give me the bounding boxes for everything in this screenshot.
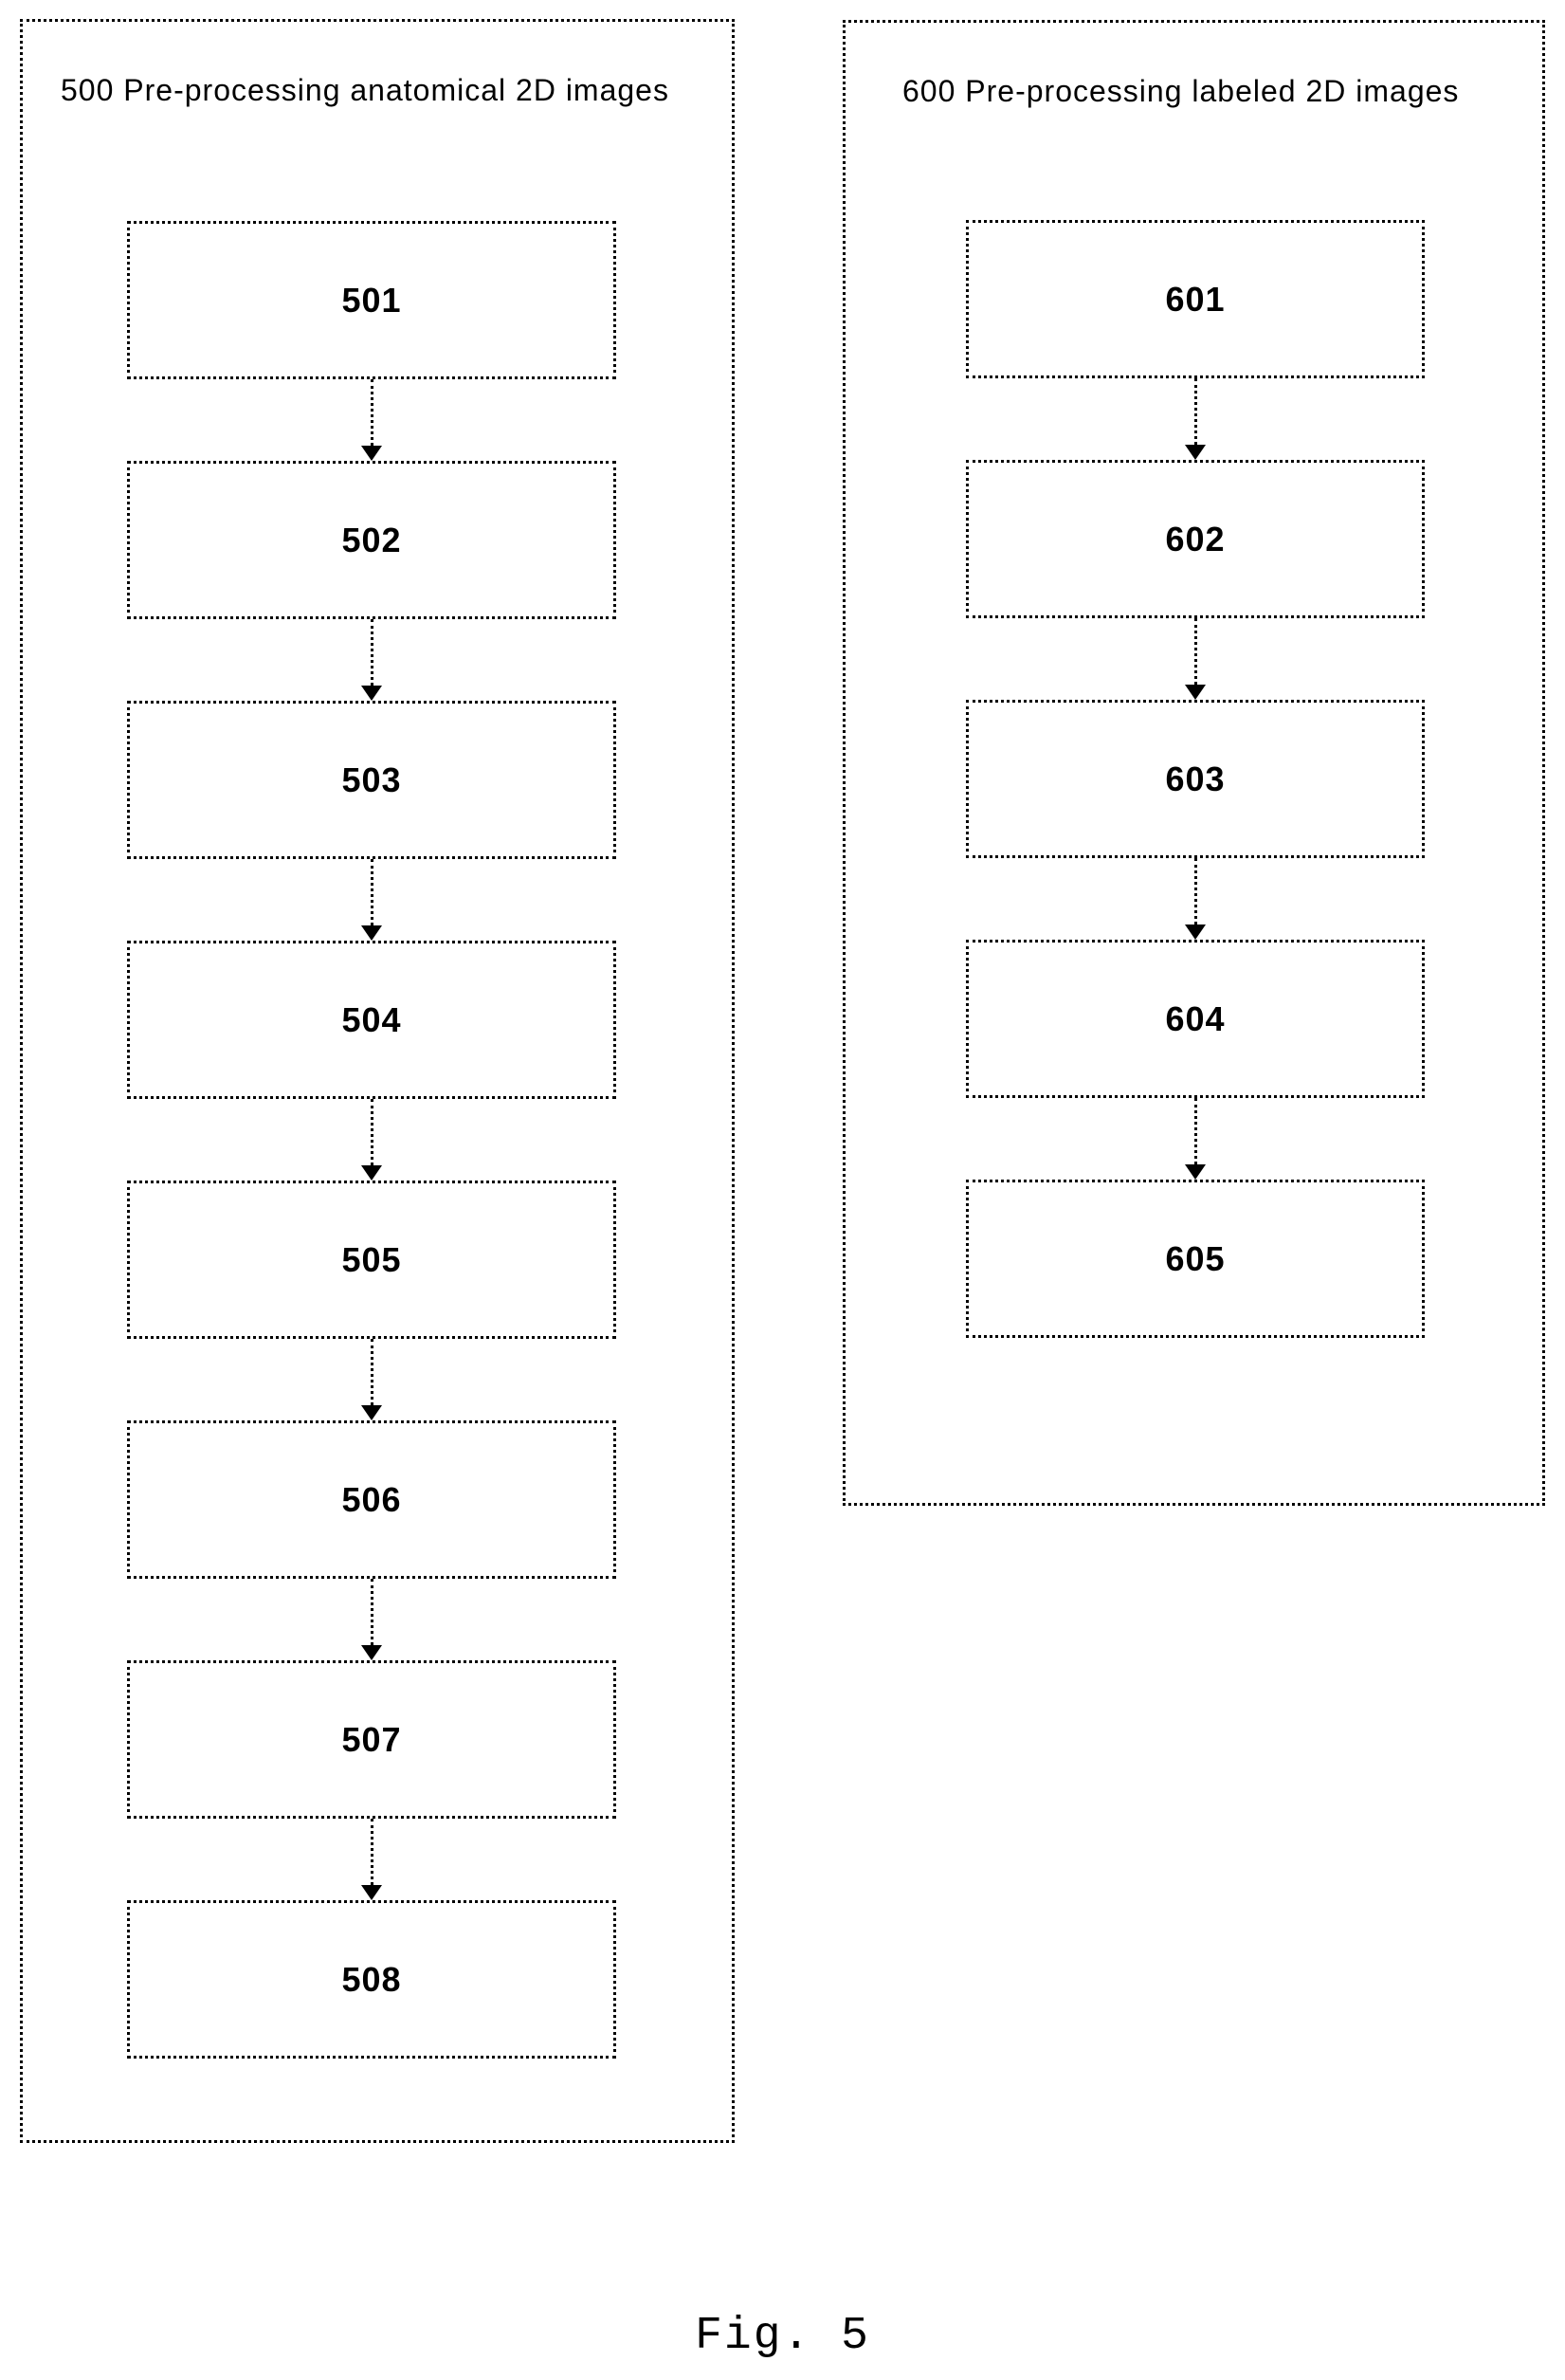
figure-caption: Fig. 5 <box>695 2311 870 2362</box>
arrow-head-icon <box>1185 1164 1206 1180</box>
arrow-head-icon <box>361 686 382 701</box>
arrow-head-icon <box>361 1165 382 1181</box>
flow-arrow-icon <box>127 1819 616 1900</box>
flow-box-505: 505 <box>127 1181 616 1339</box>
flow-arrow-icon <box>966 858 1425 940</box>
arrow-stem <box>370 379 373 446</box>
flow-arrow-icon <box>127 1099 616 1181</box>
flow-box-605: 605 <box>966 1180 1425 1338</box>
flow-arrow-icon <box>966 618 1425 700</box>
arrow-head-icon <box>361 446 382 461</box>
arrow-head-icon <box>1185 925 1206 940</box>
arrow-head-icon <box>361 1885 382 1900</box>
arrow-stem <box>370 1579 373 1645</box>
flow-arrow-icon <box>127 1339 616 1420</box>
panel-500: 500 Pre-processing anatomical 2D images … <box>20 19 735 2143</box>
flow-box-602: 602 <box>966 460 1425 618</box>
arrow-head-icon <box>361 1405 382 1420</box>
arrow-stem <box>370 1339 373 1405</box>
arrow-head-icon <box>361 1645 382 1660</box>
flow-box-601: 601 <box>966 220 1425 378</box>
flow-box-504: 504 <box>127 941 616 1099</box>
arrow-stem <box>370 619 373 686</box>
flow-arrow-icon <box>966 1098 1425 1180</box>
flow-arrow-icon <box>127 379 616 461</box>
panel-600: 600 Pre-processing labeled 2D images 601… <box>843 20 1545 1506</box>
arrow-stem <box>370 1819 373 1885</box>
panel-500-flow: 501 502 503 504 505 506 507 508 <box>127 221 616 2059</box>
flow-arrow-icon <box>966 378 1425 460</box>
arrow-stem <box>1193 858 1197 925</box>
flow-arrow-icon <box>127 859 616 941</box>
flow-box-502: 502 <box>127 461 616 619</box>
flow-box-507: 507 <box>127 1660 616 1819</box>
flow-box-503: 503 <box>127 701 616 859</box>
flow-box-501: 501 <box>127 221 616 379</box>
arrow-stem <box>1193 618 1197 685</box>
arrow-head-icon <box>361 925 382 941</box>
flow-box-604: 604 <box>966 940 1425 1098</box>
arrow-stem <box>370 859 373 925</box>
arrow-stem <box>370 1099 373 1165</box>
flow-box-603: 603 <box>966 700 1425 858</box>
arrow-stem <box>1193 378 1197 445</box>
arrow-head-icon <box>1185 685 1206 700</box>
panel-600-flow: 601 602 603 604 605 <box>966 220 1425 1338</box>
flow-arrow-icon <box>127 1579 616 1660</box>
panel-600-title: 600 Pre-processing labeled 2D images <box>902 74 1460 108</box>
flow-box-506: 506 <box>127 1420 616 1579</box>
flow-arrow-icon <box>127 619 616 701</box>
panel-500-title: 500 Pre-processing anatomical 2D images <box>61 73 669 107</box>
arrow-stem <box>1193 1098 1197 1164</box>
flow-box-508: 508 <box>127 1900 616 2059</box>
arrow-head-icon <box>1185 445 1206 460</box>
